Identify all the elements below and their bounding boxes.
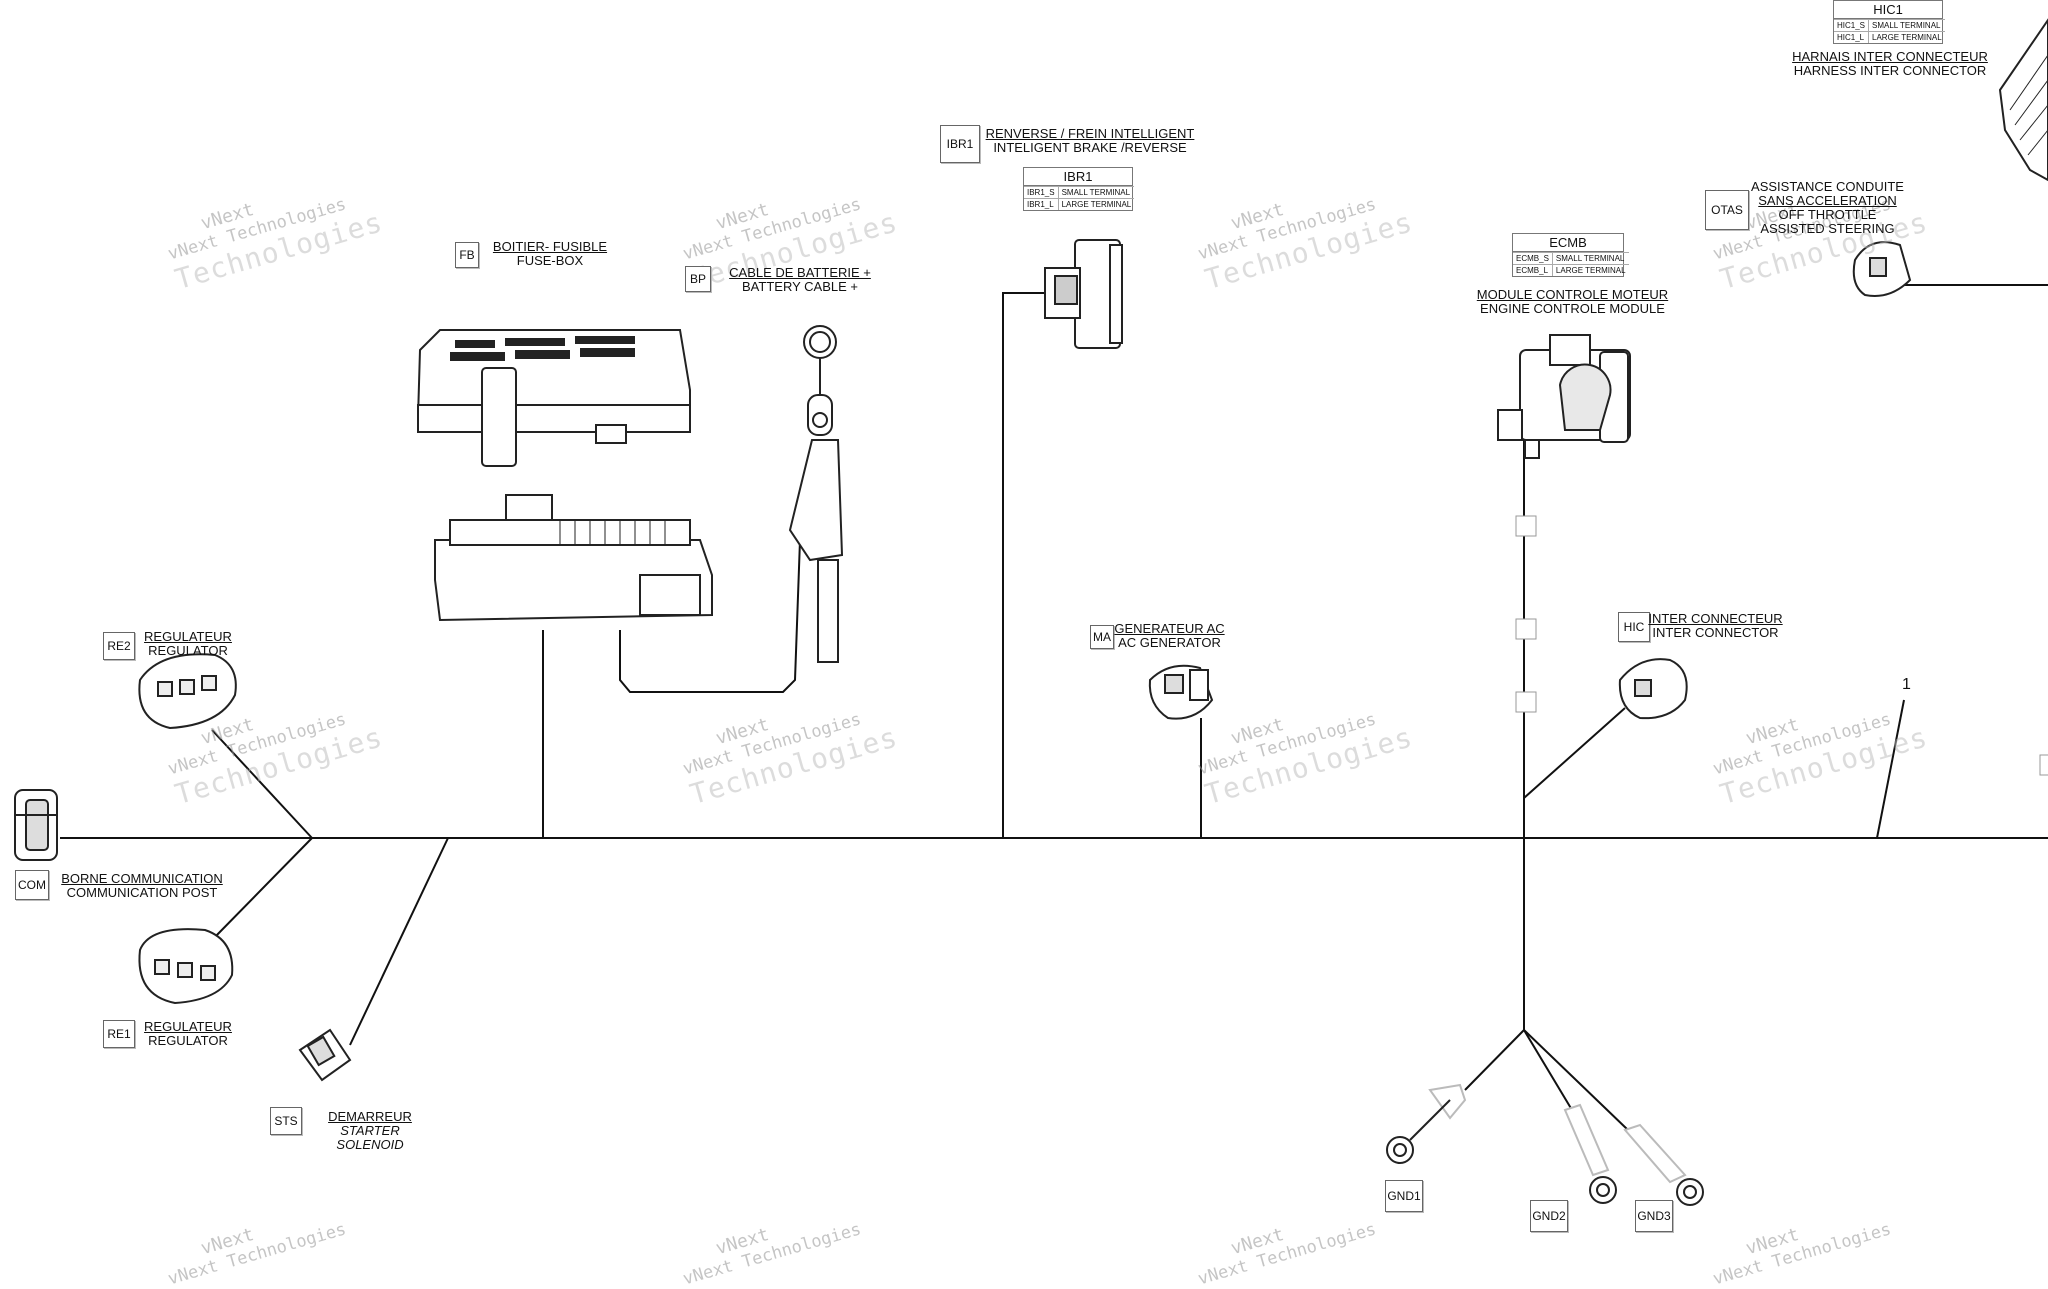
branch-ibr1 bbox=[1002, 292, 1050, 838]
label-fr: ASSISTANCE CONDUITE bbox=[1751, 179, 1904, 194]
table-cell: SMALL TERMINAL bbox=[1868, 19, 1945, 32]
sts-code-tag: STS bbox=[270, 1107, 302, 1135]
ibr1-connector-icon bbox=[1044, 239, 1123, 349]
ibr1-code-tag: IBR1 bbox=[940, 125, 980, 163]
label-fr: REGULATEUR bbox=[144, 629, 232, 644]
re2-regulator-icon bbox=[138, 653, 237, 730]
re1-regulator-icon bbox=[138, 928, 234, 1005]
battery-cable-icon bbox=[788, 325, 844, 663]
hic1-label: HARNAIS INTER CONNECTEUR HARNESS INTER C… bbox=[1790, 50, 1990, 78]
ecmb-connector-icon bbox=[1497, 334, 1631, 459]
label-en: COMMUNICATION POST bbox=[66, 885, 218, 900]
com-code-tag: COM bbox=[15, 870, 49, 900]
table-cell: LARGE TERMINAL bbox=[1058, 198, 1135, 210]
sts-label: DEMARREUR STARTER SOLENOID bbox=[305, 1110, 435, 1152]
label-en: HARNESS INTER CONNECTOR bbox=[1793, 63, 1987, 78]
otas-label: ASSISTANCE CONDUITE SANS ACCELERATION OF… bbox=[1745, 180, 1910, 236]
ibr1-label: RENVERSE / FREIN INTELLIGENT INTELIGENT … bbox=[980, 127, 1200, 155]
label-fr: CABLE DE BATTERIE + bbox=[729, 265, 871, 280]
re1-code-tag: RE1 bbox=[103, 1020, 135, 1048]
gnd1-lug-icon bbox=[1386, 1083, 1467, 1164]
branch-gnd1 bbox=[1464, 1029, 1525, 1091]
hic1-connector-icon bbox=[1998, 18, 2048, 182]
branch-sts bbox=[349, 837, 449, 1046]
bp-label: CABLE DE BATTERIE + BATTERY CABLE + bbox=[715, 266, 885, 294]
label-en: BATTERY CABLE + bbox=[742, 279, 858, 294]
table-cell: ECMB_L bbox=[1513, 264, 1553, 276]
table-cell: LARGE TERMINAL bbox=[1552, 264, 1629, 276]
gnd2-code-tag: GND2 bbox=[1530, 1200, 1568, 1232]
hic-connector-icon bbox=[1618, 658, 1688, 720]
label-en: OFF THROTTLE bbox=[1778, 207, 1877, 222]
label-fr: GENERATEUR AC bbox=[1114, 621, 1225, 636]
label-fr: DEMARREUR bbox=[328, 1109, 412, 1124]
reference-number: 1 bbox=[1902, 676, 1911, 693]
label-fr: REGULATEUR bbox=[144, 1019, 232, 1034]
label-fr: INTER CONNECTEUR bbox=[1648, 611, 1783, 626]
label-en: REGULATOR bbox=[148, 1033, 228, 1048]
hic-label: INTER CONNECTEUR INTER CONNECTOR bbox=[1648, 612, 1783, 640]
label-en: ENGINE CONTROLE MODULE bbox=[1480, 301, 1665, 316]
label-fr: BORNE COMMUNICATION bbox=[61, 871, 223, 886]
table-cell: SMALL TERMINAL bbox=[1058, 186, 1135, 199]
label-fr: BOITIER- FUSIBLE bbox=[492, 239, 608, 254]
fb-code-tag: FB bbox=[455, 242, 479, 268]
branch-gnd2 bbox=[1523, 1029, 1573, 1111]
branch-re2 bbox=[211, 729, 313, 839]
com-connector-icon bbox=[14, 789, 58, 861]
hic-code-tag: HIC bbox=[1618, 612, 1650, 642]
label-en: INTER CONNECTOR bbox=[1652, 625, 1779, 640]
table-cell: LARGE TERMINAL bbox=[1868, 31, 1945, 43]
ma-code-tag: MA bbox=[1090, 625, 1114, 649]
gnd3-lug-icon bbox=[1623, 1123, 1704, 1206]
com-label: BORNE COMMUNICATION COMMUNICATION POST bbox=[52, 872, 232, 900]
label-en: REGULATOR bbox=[148, 643, 228, 658]
branch-hic bbox=[1523, 707, 1626, 799]
label-fr: HARNAIS INTER CONNECTEUR bbox=[1792, 49, 1988, 64]
branch-gnd3 bbox=[1523, 1029, 1629, 1131]
label-en: ASSISTED STEERING bbox=[1760, 221, 1895, 236]
branch-re1 bbox=[211, 837, 313, 941]
re2-label: REGULATEUR REGULATOR bbox=[138, 630, 238, 658]
label-en: AC GENERATOR bbox=[1118, 635, 1221, 650]
bp-code-tag: BP bbox=[685, 266, 711, 292]
table-cell: SMALL TERMINAL bbox=[1552, 252, 1629, 265]
re2-code-tag: RE2 bbox=[103, 632, 135, 660]
branch-bp-cable bbox=[619, 539, 801, 693]
ma-label: GENERATEUR AC AC GENERATOR bbox=[1112, 622, 1227, 650]
gnd1-code-tag: GND1 bbox=[1385, 1180, 1423, 1212]
label-fr: MODULE CONTROLE MOTEUR bbox=[1476, 287, 1669, 302]
gnd3-code-tag: GND3 bbox=[1635, 1200, 1673, 1232]
fb-label: BOITIER- FUSIBLE FUSE-BOX bbox=[480, 240, 620, 268]
label-fr: SANS ACCELERATION bbox=[1758, 193, 1897, 208]
table-cell: IBR1_S bbox=[1024, 186, 1059, 199]
ibr1-table-title: IBR1 bbox=[1024, 168, 1132, 186]
branch-ref1 bbox=[1876, 699, 1905, 839]
ecmb-table-title: ECMB bbox=[1513, 234, 1623, 252]
re1-label: REGULATEUR REGULATOR bbox=[138, 1020, 238, 1048]
fuse-box-icon bbox=[416, 329, 713, 622]
otas-connector-icon bbox=[1852, 241, 1912, 297]
label-en: INTELIGENT BRAKE /REVERSE bbox=[993, 140, 1187, 155]
table-cell: IBR1_L bbox=[1024, 198, 1059, 210]
ecmb-label: MODULE CONTROLE MOTEUR ENGINE CONTROLE M… bbox=[1475, 288, 1670, 316]
label-fr: RENVERSE / FREIN INTELLIGENT bbox=[985, 126, 1195, 141]
table-cell: HIC1_S bbox=[1834, 19, 1870, 32]
hic1-table-title: HIC1 bbox=[1834, 1, 1942, 19]
ma-generator-icon bbox=[1148, 664, 1214, 720]
table-cell: HIC1_L bbox=[1834, 31, 1870, 43]
sts-starter-icon bbox=[298, 1028, 352, 1082]
otas-code-tag: OTAS bbox=[1705, 190, 1749, 230]
label-en: FUSE-BOX bbox=[516, 253, 584, 268]
table-cell: ECMB_S bbox=[1513, 252, 1553, 265]
gnd2-lug-icon bbox=[1563, 1103, 1617, 1204]
label-en: STARTER SOLENOID bbox=[336, 1123, 404, 1152]
